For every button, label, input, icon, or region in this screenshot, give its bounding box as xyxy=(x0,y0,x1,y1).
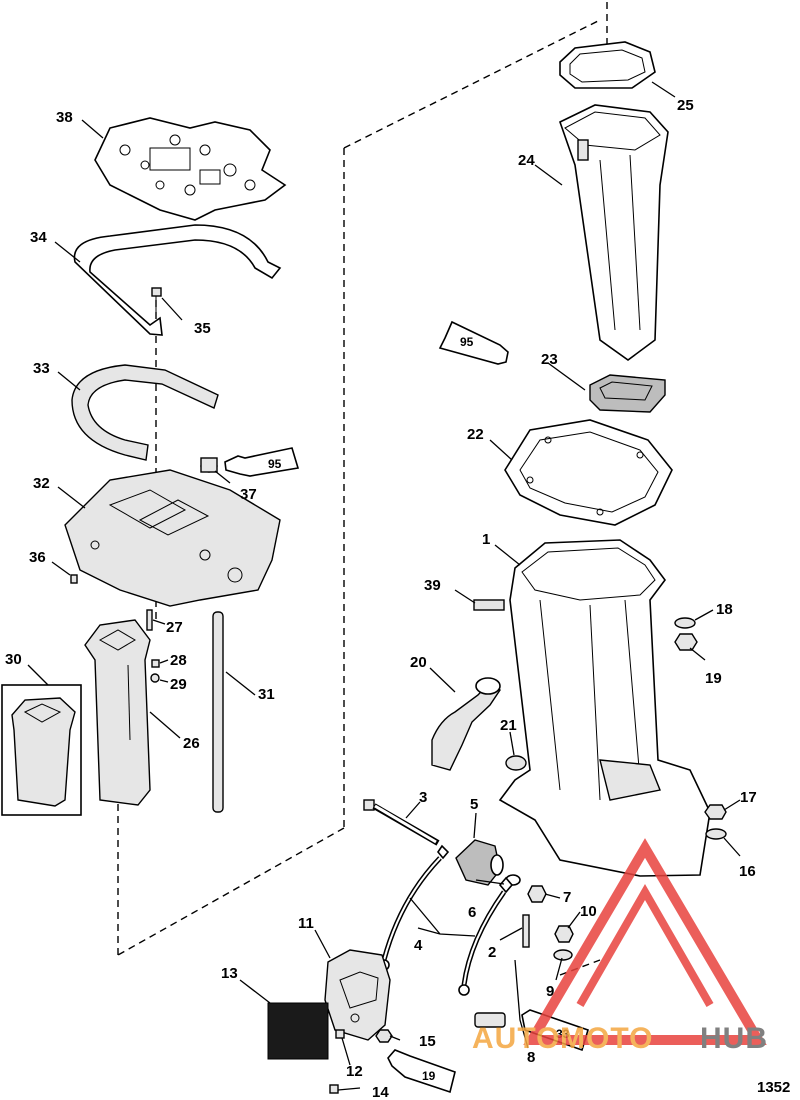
part-23-block-seal xyxy=(589,374,666,413)
callout-29: 29 xyxy=(170,676,187,693)
part-8-fitting xyxy=(474,1012,506,1028)
watermark-logo: AUTO MOTO HUB xyxy=(472,838,768,1055)
callout-23: 23 xyxy=(541,351,558,368)
callout-33: 33 xyxy=(33,360,50,377)
part-19-nut xyxy=(674,633,698,651)
part-5-rubber-mount xyxy=(455,839,504,886)
callout-35: 35 xyxy=(194,320,211,337)
callout-37: 37 xyxy=(240,486,257,503)
part-36-pin xyxy=(70,574,78,584)
callout-3: 3 xyxy=(419,789,427,806)
figure-number: 1352 xyxy=(757,1079,790,1096)
part-9-washer xyxy=(553,949,573,961)
callout-8: 8 xyxy=(527,1049,535,1066)
callout-7: 7 xyxy=(563,889,571,906)
callout-30: 30 xyxy=(5,651,22,668)
callout-9: 9 xyxy=(546,983,554,1000)
part-16-washer xyxy=(705,828,727,840)
part-1-driveshaft-housing xyxy=(498,539,711,877)
part-31-rod xyxy=(212,611,224,813)
part-22-mounting-gasket xyxy=(504,419,673,526)
watermark-triangle-inner xyxy=(576,883,714,1007)
callout-26: 26 xyxy=(183,735,200,752)
part-38-gasket xyxy=(94,117,287,221)
callout-2: 2 xyxy=(488,944,496,961)
part-35-bolt xyxy=(151,287,162,312)
callout-39: 39 xyxy=(424,577,441,594)
part-30-inset-box xyxy=(1,684,82,816)
callout-28: 28 xyxy=(170,652,187,669)
part-12-screw xyxy=(335,1029,345,1039)
part-3-long-bolt xyxy=(363,799,440,846)
part-7-nut xyxy=(527,885,547,903)
part-14-screw xyxy=(329,1084,339,1094)
part-33-rubber-seal xyxy=(71,364,219,461)
callout-38: 38 xyxy=(56,109,73,126)
callout-4: 4 xyxy=(414,937,423,954)
watermark-text-hub: HUB xyxy=(700,1022,768,1055)
callout-25: 25 xyxy=(677,97,694,114)
callout-10: 10 xyxy=(580,903,597,920)
callout-32: 32 xyxy=(33,475,50,492)
part-2-stud xyxy=(522,914,530,948)
callout-6: 6 xyxy=(468,904,476,921)
callout-1: 1 xyxy=(482,531,490,548)
callout-17: 17 xyxy=(740,789,757,806)
callout-31: 31 xyxy=(258,686,275,703)
part-17-nut xyxy=(704,804,727,820)
tube-95-right: 95 xyxy=(438,320,509,365)
part-34-seal-frame xyxy=(73,224,282,336)
callout-14: 14 xyxy=(372,1084,389,1100)
tube-label-95-b: 95 xyxy=(460,335,474,349)
callout-16: 16 xyxy=(739,863,756,880)
callout-12: 12 xyxy=(346,1063,363,1080)
part-37-bushing xyxy=(200,457,218,473)
callout-36: 36 xyxy=(29,549,46,566)
callout-34: 34 xyxy=(30,229,47,246)
part-20-water-tube xyxy=(431,677,501,771)
part-25-top-seal xyxy=(559,41,656,89)
part-21-plug xyxy=(505,755,527,771)
tube-95-top-left: 95 xyxy=(224,447,300,477)
part-24-exhaust-housing xyxy=(559,104,669,361)
part-32-adapter-plate xyxy=(64,469,281,607)
callout-numbers: 1 2 3 4 5 6 7 8 9 10 11 12 13 14 15 16 1… xyxy=(5,97,757,1100)
part-39-shim xyxy=(473,599,505,611)
callout-5: 5 xyxy=(470,796,478,813)
tube-19: 19 xyxy=(387,1049,456,1094)
callout-21: 21 xyxy=(500,717,517,734)
callout-19: 19 xyxy=(705,670,722,687)
tube-label-19: 19 xyxy=(422,1069,436,1083)
callout-22: 22 xyxy=(467,426,484,443)
part-10-nut xyxy=(554,925,574,943)
leader-lines xyxy=(27,81,741,1091)
watermark-text-auto: AUTO xyxy=(472,1022,560,1055)
part-29-washer xyxy=(150,673,160,683)
tube-label-95-a: 95 xyxy=(268,457,282,471)
part-18-washer xyxy=(674,617,696,629)
part-15-nut xyxy=(375,1029,393,1043)
callout-18: 18 xyxy=(716,601,733,618)
callout-13: 13 xyxy=(221,965,238,982)
part-27-dowel xyxy=(146,609,153,631)
callout-24: 24 xyxy=(518,152,535,169)
watermark-triangle-outer xyxy=(523,838,767,1045)
callout-15: 15 xyxy=(419,1033,436,1050)
part-4-ground-straps xyxy=(378,844,514,996)
part-28-fastener xyxy=(151,659,160,668)
callout-27: 27 xyxy=(166,619,183,636)
part-26-exhaust-tube xyxy=(84,619,151,806)
part-13-plate xyxy=(267,1002,329,1060)
watermark-text-moto: MOTO xyxy=(560,1022,653,1055)
callout-20: 20 xyxy=(410,654,427,671)
part-11-bracket xyxy=(324,949,391,1041)
callout-11: 11 xyxy=(298,915,314,932)
